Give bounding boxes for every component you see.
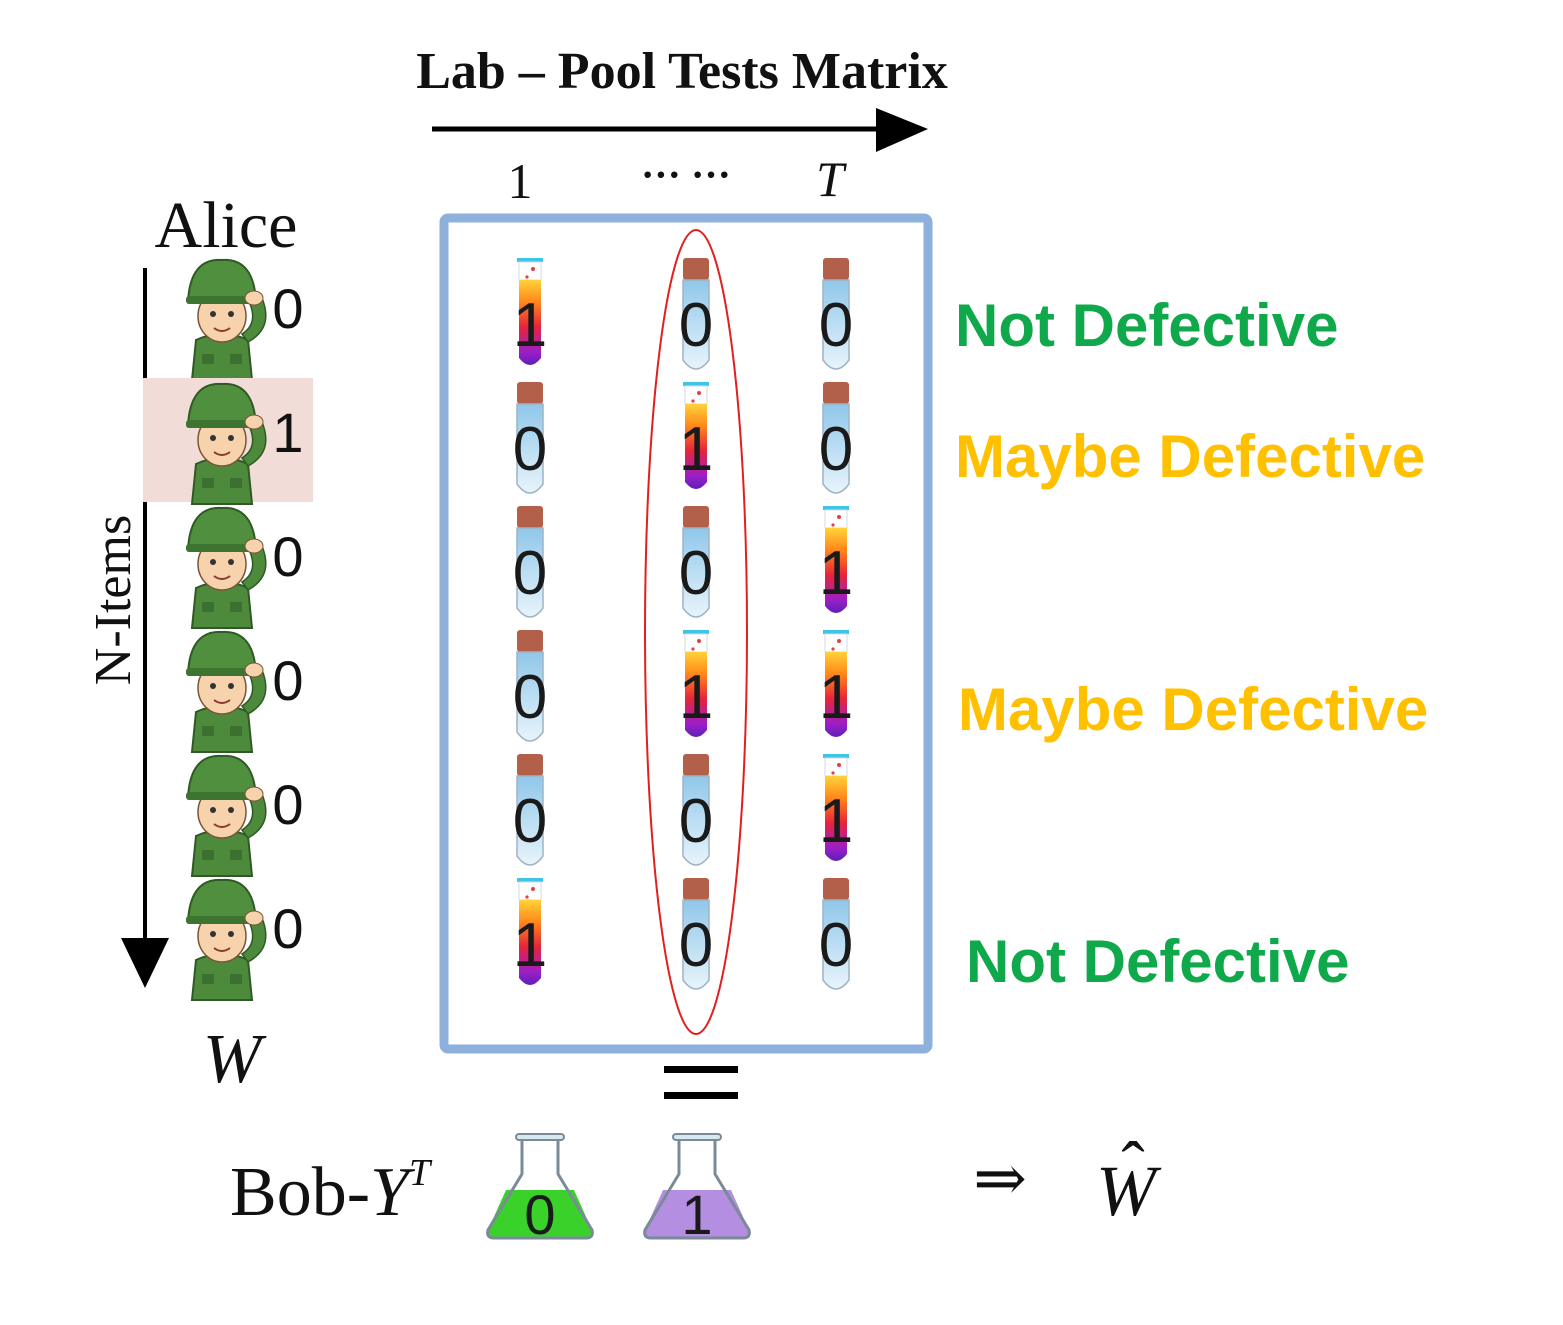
negative-test-tube: 0 (679, 878, 713, 990)
matrix-row: 0 1 1 (513, 630, 853, 742)
matrix-row: 0 1 0 (513, 382, 853, 494)
positive-test-tube: 1 (679, 630, 713, 737)
input-vector-label: W (203, 1021, 267, 1098)
row-status-label: Not Defective (955, 292, 1338, 359)
matrix-cell-value: 0 (819, 415, 853, 484)
item-value: 0 (272, 525, 303, 588)
matrix-cell-value: 0 (513, 787, 547, 856)
negative-test-tube: 0 (819, 382, 853, 494)
test-outcome-flask: 1 (643, 1133, 751, 1246)
negative-test-tube: 0 (819, 258, 853, 370)
column-label-ellipsis: ··· ··· (641, 152, 731, 197)
item-value: 0 (272, 649, 303, 712)
item-value: 0 (272, 897, 303, 960)
soldier-icon (186, 630, 267, 753)
matrix-cell-value: 0 (819, 291, 853, 360)
item-soldier: 1 (143, 378, 313, 505)
test-outcome-value: 0 (524, 1183, 555, 1246)
estimate-label: W (1096, 1151, 1162, 1231)
positive-test-tube: 1 (513, 258, 547, 365)
item-soldier: 0 (186, 630, 304, 753)
items-axis-label: N-Items (85, 515, 142, 685)
sender-label: Alice (155, 189, 298, 262)
receiver-label: Bob-YT (230, 1152, 433, 1231)
matrix-cell-value: 1 (819, 539, 853, 608)
positive-test-tube: 1 (819, 506, 853, 613)
test-outcome-flask: 0 (486, 1133, 594, 1246)
matrix-cell-value: 0 (819, 911, 853, 980)
soldier-icon (186, 506, 267, 629)
positive-test-tube: 1 (513, 878, 547, 985)
matrix-row: 1 0 0 (513, 258, 853, 370)
negative-test-tube: 0 (679, 754, 713, 866)
pool-test-matrix: 1 0 0 0 1 0 0 0 1 0 1 1 0 0 1 1 0 0 (513, 258, 853, 990)
positive-test-tube: 1 (819, 754, 853, 861)
matrix-cell-value: 1 (513, 911, 547, 980)
positive-test-tube: 1 (819, 630, 853, 737)
matrix-cell-value: 1 (819, 663, 853, 732)
item-value: 0 (272, 277, 303, 340)
row-status-label: Maybe Defective (955, 423, 1425, 490)
highlighted-test-column (644, 229, 748, 1035)
matrix-row: 1 0 0 (513, 878, 853, 990)
matrix-cell-value: 0 (679, 787, 713, 856)
pool-test-matrix-frame (439, 213, 933, 1054)
item-soldier: 0 (186, 506, 304, 629)
negative-test-tube: 0 (513, 630, 547, 742)
column-label-last: T (816, 151, 847, 207)
negative-test-tube: 0 (513, 754, 547, 866)
soldier-icon (186, 258, 267, 381)
receiver-symbol: Y (370, 1154, 416, 1231)
items-column: 0 1 0 0 0 0 (143, 258, 313, 1001)
matrix-cell-value: 1 (513, 291, 547, 360)
matrix-cell-value: 0 (679, 291, 713, 360)
implies-symbol: ⇒ (973, 1143, 1027, 1214)
estimate-hat: ˆ (1121, 1129, 1144, 1206)
negative-test-tube: 0 (513, 382, 547, 494)
matrix-row: 0 0 1 (513, 754, 853, 866)
row-status-label: Not Defective (966, 928, 1349, 995)
row-status-label: Maybe Defective (958, 676, 1428, 743)
negative-test-tube: 0 (679, 258, 713, 370)
diagram-title: Lab – Pool Tests Matrix (416, 43, 948, 100)
item-value: 0 (272, 773, 303, 836)
item-soldier: 0 (186, 878, 304, 1001)
negative-test-tube: 0 (679, 506, 713, 618)
receiver-superscript: T (409, 1152, 433, 1194)
equals-sign: = (664, 1066, 738, 1099)
negative-test-tube: 0 (819, 878, 853, 990)
item-soldier: 0 (186, 258, 304, 381)
soldier-icon (186, 382, 267, 505)
matrix-cell-value: 0 (513, 415, 547, 484)
matrix-cell-value: 0 (513, 539, 547, 608)
matrix-cell-value: 1 (819, 787, 853, 856)
soldier-icon (186, 754, 267, 877)
soldier-icon (186, 878, 267, 1001)
negative-test-tube: 0 (513, 506, 547, 618)
matrix-cell-value: 1 (679, 415, 713, 484)
column-label-first: 1 (508, 153, 533, 209)
test-outcome-value: 1 (681, 1183, 712, 1246)
receiver-name: Bob- (230, 1154, 370, 1231)
matrix-cell-value: 1 (679, 663, 713, 732)
matrix-row: 0 0 1 (513, 506, 853, 618)
positive-test-tube: 1 (679, 382, 713, 489)
tests-axis-arrow (432, 108, 928, 152)
matrix-cell-value: 0 (679, 911, 713, 980)
item-value: 1 (272, 401, 303, 464)
matrix-cell-value: 0 (513, 663, 547, 732)
matrix-cell-value: 0 (679, 539, 713, 608)
item-soldier: 0 (186, 754, 304, 877)
